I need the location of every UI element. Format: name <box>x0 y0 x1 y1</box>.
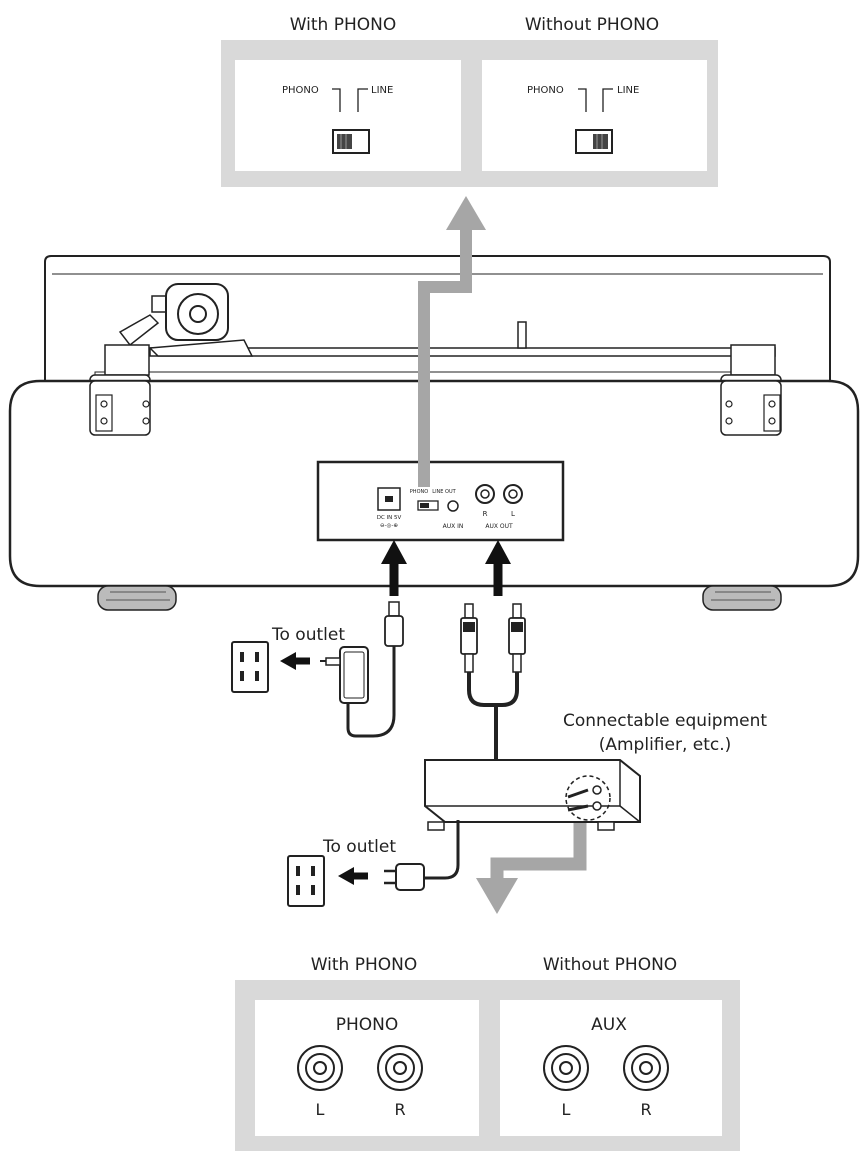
dc-in-label: DC IN 5V <box>377 515 402 521</box>
top-with-switch: PHONO LINE <box>282 85 393 154</box>
phono-r-jack <box>377 1045 423 1091</box>
ac-adapter <box>320 601 404 738</box>
aux-r-label: R <box>640 1100 651 1119</box>
top-with-phono-label: With PHONO <box>290 15 397 35</box>
top-with-switch-line-label: LINE <box>371 85 393 96</box>
amp-power-cord <box>384 820 460 891</box>
aux-r-jack <box>623 1045 669 1091</box>
spindle <box>517 321 527 349</box>
amp-input-area <box>565 775 611 821</box>
outlet-arrow-1 <box>280 652 310 670</box>
amplifier <box>424 759 641 831</box>
left-foot <box>97 585 177 611</box>
bottom-panel-without-box <box>500 1000 722 1136</box>
top-without-switch-line-label: LINE <box>617 85 639 96</box>
dc-connect-arrow <box>381 540 407 596</box>
bottom-without-phono-label: Without PHONO <box>543 955 677 975</box>
to-outlet-label-2: To outlet <box>322 837 396 857</box>
aux-out-connect-arrow <box>485 540 511 596</box>
right-foot <box>702 585 782 611</box>
top-without-phono-label: Without PHONO <box>525 15 659 35</box>
aux-in-label: AUX IN <box>443 523 464 530</box>
aux-input-label: AUX <box>591 1015 627 1035</box>
bottom-panel-with-box <box>255 1000 479 1136</box>
top-without-switch-phono-label: PHONO <box>527 85 564 96</box>
aux-out-r-label: R <box>483 510 488 518</box>
top-panel-with-box <box>235 60 461 171</box>
phono-l-jack <box>297 1045 343 1091</box>
wall-outlet-icon-1 <box>231 641 269 693</box>
dust-cover <box>44 255 831 380</box>
tonearm <box>104 283 254 361</box>
phono-l-label: L <box>316 1100 325 1119</box>
equipment-label-line1: Connectable equipment <box>563 711 767 731</box>
rear-connection-panel: DC IN 5V ⊖-◎-⊕ PHONO LINE OUT AUX IN R L… <box>316 460 565 542</box>
dc-in-symbol: ⊖-◎-⊕ <box>380 523 398 529</box>
top-switch-panel: With PHONO Without PHONO PHONO LINE PHON… <box>221 15 718 187</box>
rear-switch-line-label: LINE OUT <box>432 489 456 495</box>
output-callout-arrow <box>476 822 587 914</box>
rear-switch-phono-label: PHONO <box>410 489 428 495</box>
phono-r-label: R <box>394 1100 405 1119</box>
bottom-with-phono-label: With PHONO <box>311 955 418 975</box>
turntable <box>8 255 860 611</box>
equipment-label-line2: (Amplifier, etc.) <box>599 735 732 755</box>
phono-input-label: PHONO <box>336 1015 399 1035</box>
outlet-arrow-2 <box>338 867 368 885</box>
aux-l-label: L <box>562 1100 571 1119</box>
top-with-switch-phono-label: PHONO <box>282 85 319 96</box>
wall-outlet-icon-2 <box>287 855 325 907</box>
to-outlet-label-1: To outlet <box>271 625 345 645</box>
top-panel-without-box <box>482 60 707 171</box>
aux-out-l-label: L <box>511 510 515 518</box>
top-without-switch: PHONO LINE <box>527 85 639 154</box>
switch-callout-arrow <box>418 196 486 487</box>
aux-l-jack <box>543 1045 589 1091</box>
bottom-input-panel: With PHONO Without PHONO PHONO AUX <box>235 955 740 1151</box>
aux-in-jack <box>447 500 459 512</box>
aux-out-label: AUX OUT <box>485 523 513 530</box>
